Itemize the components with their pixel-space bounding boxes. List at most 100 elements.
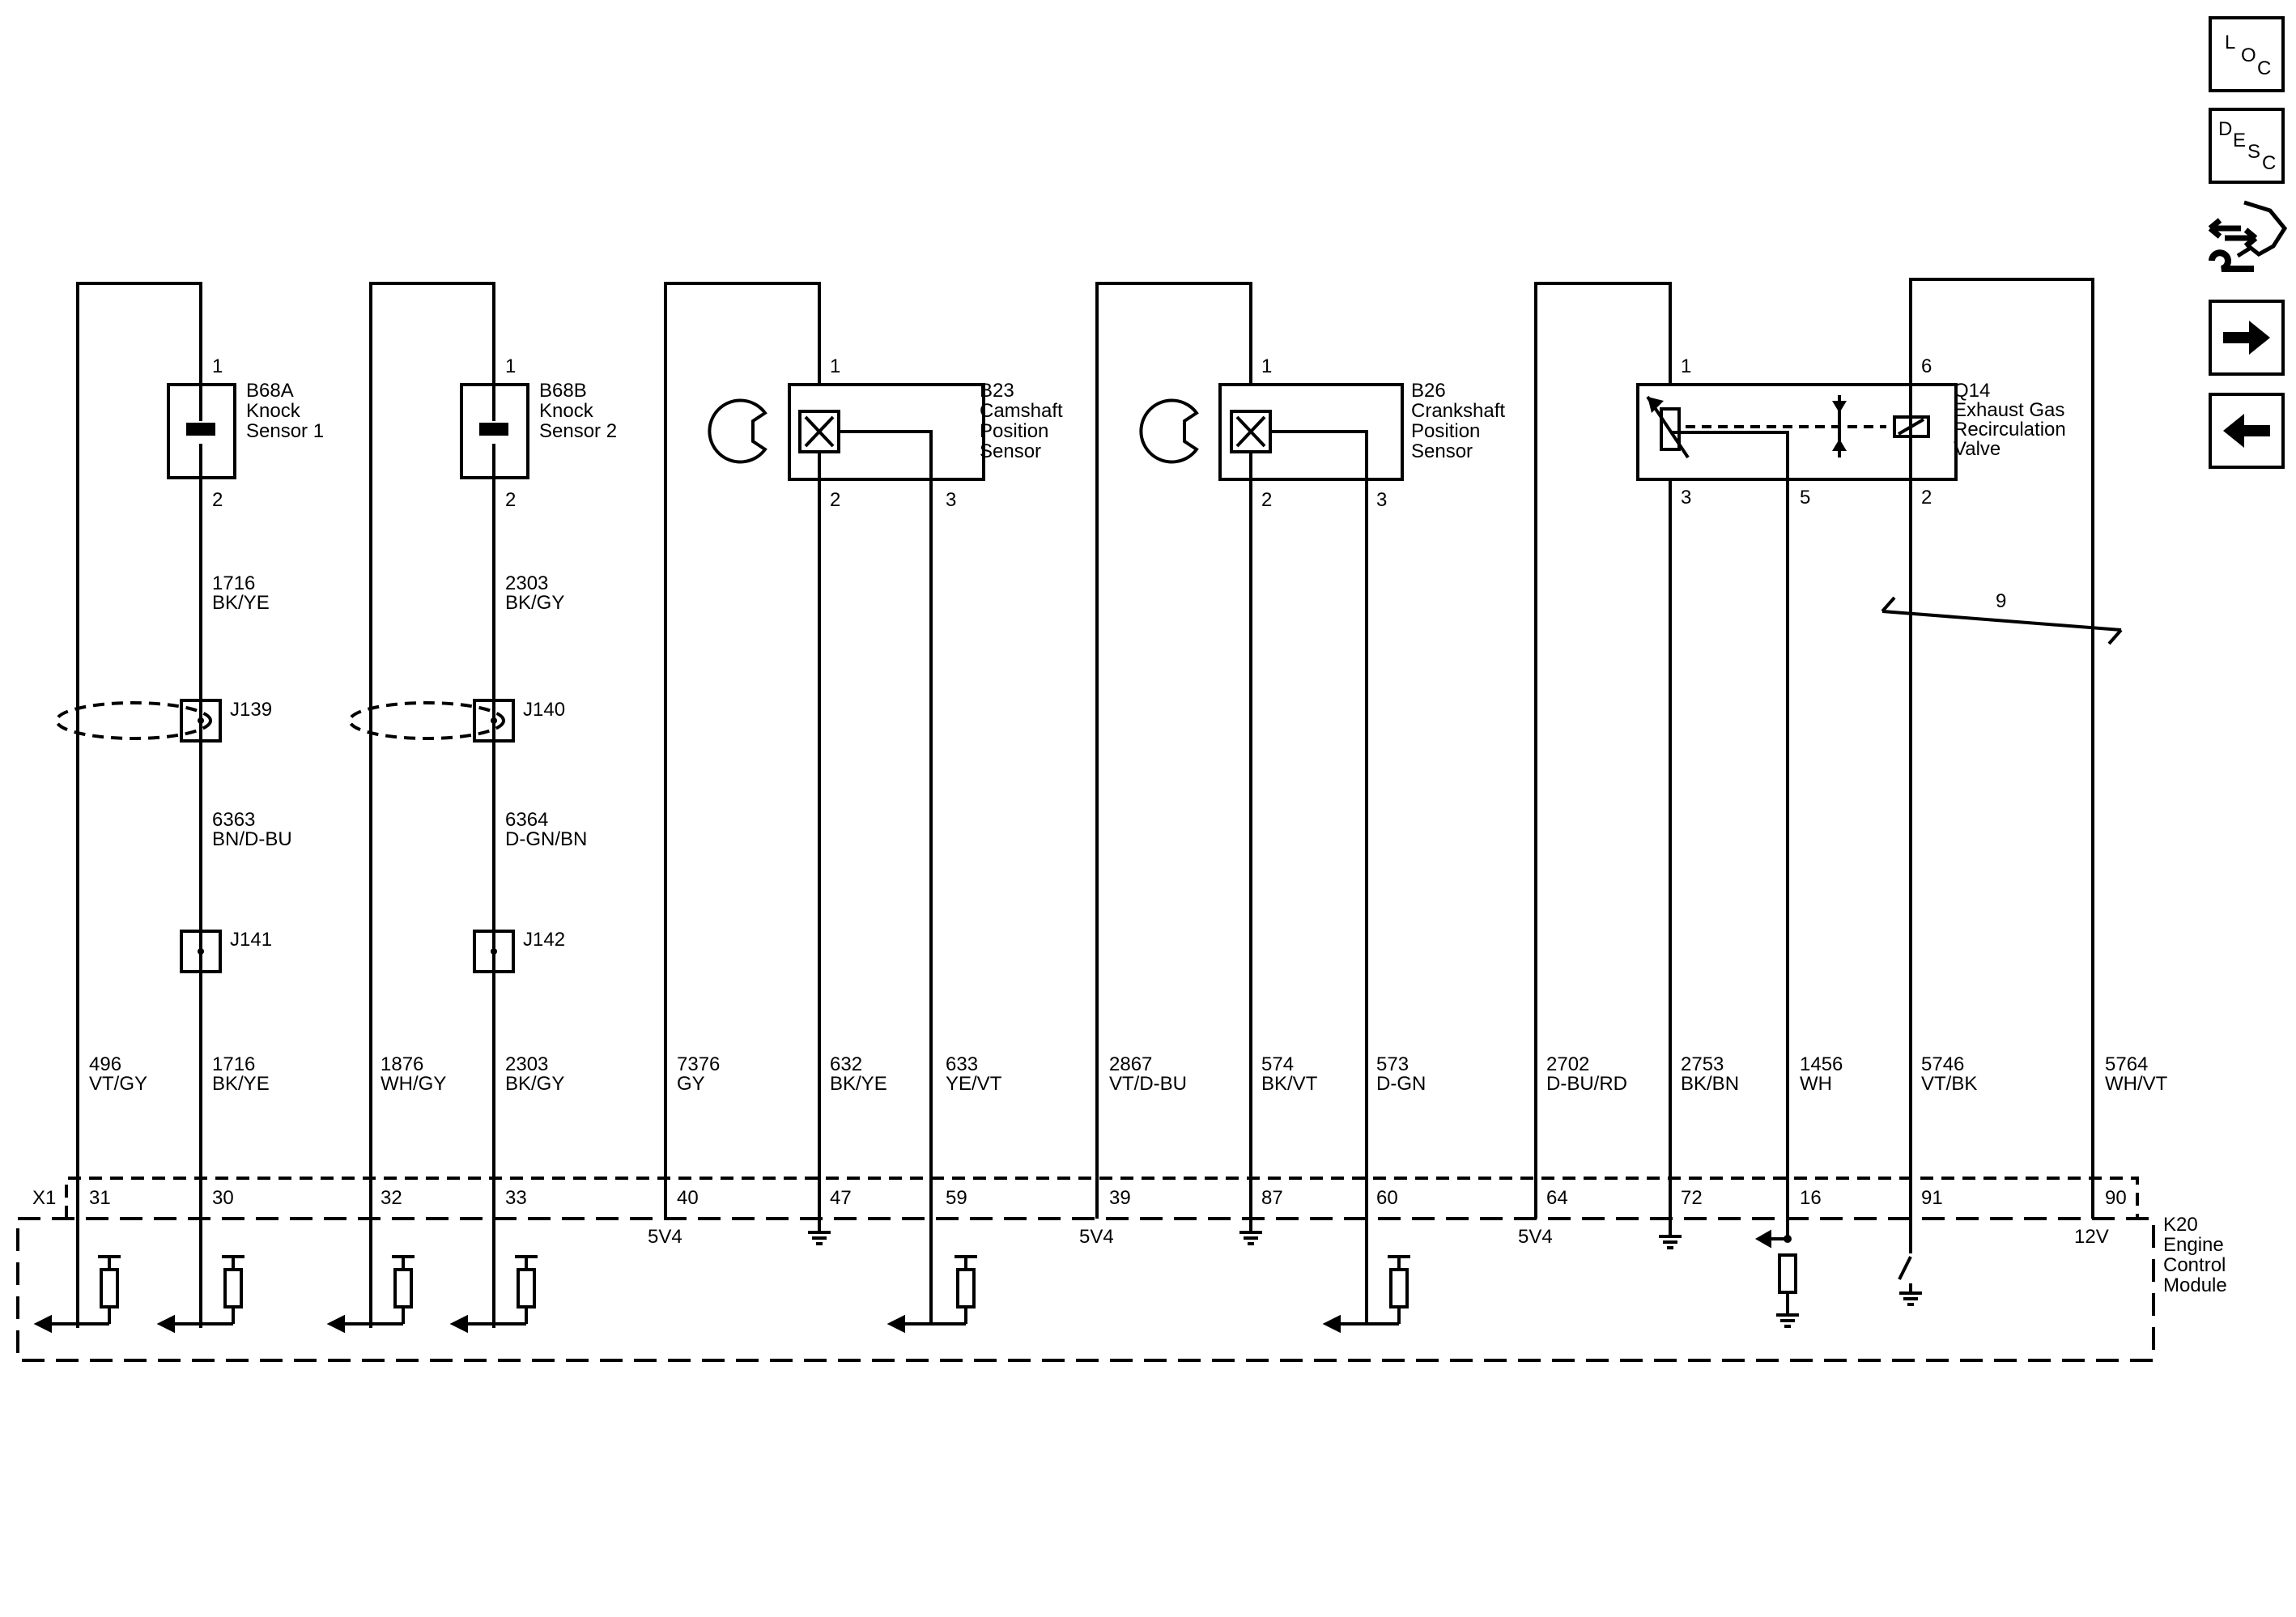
wire-2303-upper-color: BK/GY bbox=[505, 592, 564, 614]
q14-pin3: 3 bbox=[1681, 487, 1691, 509]
wire-1876-loop bbox=[369, 282, 495, 1328]
b23-pin1: 1 bbox=[830, 355, 840, 377]
ref-12v: 12V bbox=[2074, 1226, 2109, 1248]
x1-connector-outline bbox=[65, 1177, 2139, 1219]
wire-1716-upper-color: BK/YE bbox=[212, 592, 270, 614]
wire-6363-circuit: 6363 bbox=[212, 809, 255, 831]
b68a-pin-top: 1 bbox=[212, 355, 223, 377]
wire-2867-loop bbox=[1095, 282, 1252, 1219]
k20-ref: K20 bbox=[2163, 1214, 2198, 1236]
wire-1716-circuit: 1716 bbox=[212, 1053, 255, 1075]
b68b-ref: B68B bbox=[539, 380, 587, 402]
description-button[interactable]: D E S C bbox=[2209, 108, 2285, 184]
q14-pin5: 5 bbox=[1800, 487, 1810, 509]
q14-pin2: 2 bbox=[1921, 487, 1932, 509]
bundle-end-left bbox=[1881, 596, 1896, 613]
egr-position-sensor bbox=[1660, 407, 1681, 451]
q14-pin6: 6 bbox=[1921, 355, 1932, 377]
b68b-name2: Sensor 2 bbox=[539, 420, 617, 442]
egr-pulldown-resistor bbox=[1778, 1253, 1797, 1294]
loc-letter-3: C bbox=[2257, 57, 2271, 79]
previous-page-button[interactable] bbox=[2209, 393, 2285, 469]
wire-1876-color: WH/GY bbox=[381, 1073, 446, 1095]
b26-name2: Position bbox=[1411, 420, 1480, 442]
egr-driver-switch bbox=[1898, 1256, 1912, 1280]
desc-letter-2: E bbox=[2233, 130, 2246, 151]
q14-name3: Valve bbox=[1954, 438, 2000, 460]
pin-72: 72 bbox=[1681, 1187, 1703, 1209]
b68b-pin-bottom: 2 bbox=[505, 489, 516, 511]
bundle-label: 9 bbox=[1996, 590, 2006, 612]
splice-j139 bbox=[180, 699, 222, 743]
resistor-1 bbox=[223, 1268, 243, 1308]
bundle-end-right bbox=[2107, 628, 2123, 645]
wire-574-color: BK/VT bbox=[1261, 1073, 1318, 1095]
egr-arrow-up bbox=[1832, 439, 1847, 451]
b23-name2: Position bbox=[980, 420, 1048, 442]
wire-573-circuit: 573 bbox=[1376, 1053, 1409, 1075]
location-button[interactable]: L O C bbox=[2209, 16, 2285, 92]
j141-label: J141 bbox=[230, 929, 272, 951]
pin-31: 31 bbox=[89, 1187, 111, 1209]
egr-signal-arrow-head bbox=[1754, 1229, 1771, 1249]
b68a-ref: B68A bbox=[246, 380, 294, 402]
wire-2303-circuit: 2303 bbox=[505, 1053, 548, 1075]
b23-ref: B23 bbox=[980, 380, 1014, 402]
wire-2702-color: D-BU/RD bbox=[1546, 1073, 1627, 1095]
b23-box bbox=[788, 383, 985, 481]
q14-ref: Q14 bbox=[1954, 380, 1990, 402]
camshaft-reluctor-icon bbox=[708, 398, 767, 464]
k20-name2: Control bbox=[2163, 1254, 2226, 1276]
pin-59: 59 bbox=[946, 1187, 967, 1209]
wire-2702-loop bbox=[1534, 282, 1672, 1219]
b26-name1: Crankshaft bbox=[1411, 400, 1505, 422]
wire-6364-circuit: 6364 bbox=[505, 809, 548, 831]
b68a-name2: Sensor 1 bbox=[246, 420, 324, 442]
b26-name3: Sensor bbox=[1411, 440, 1473, 462]
desc-letter-1: D bbox=[2218, 118, 2232, 140]
egr-sensor-arrowhead bbox=[1648, 397, 1664, 413]
ref-5v-2: 5V4 bbox=[1079, 1226, 1114, 1248]
wire-573 bbox=[1269, 430, 1368, 1324]
pin-64: 64 bbox=[1546, 1187, 1568, 1209]
q14-name2: Recirculation bbox=[1954, 419, 2066, 440]
q14-name1: Exhaust Gas bbox=[1954, 399, 2064, 421]
pin-32: 32 bbox=[381, 1187, 402, 1209]
wire-5764-circuit: 5764 bbox=[2105, 1053, 2148, 1075]
arrow-right-icon bbox=[2223, 321, 2270, 355]
b26-box bbox=[1218, 383, 1404, 481]
b68b-name1: Knock bbox=[539, 400, 594, 422]
knock-sensor-2-element bbox=[479, 423, 508, 436]
pin-39: 39 bbox=[1109, 1187, 1131, 1209]
egr-solenoid-diag bbox=[1897, 418, 1925, 436]
k20-name1: Engine bbox=[2163, 1234, 2224, 1256]
wire-5746-color: VT/BK bbox=[1921, 1073, 1977, 1095]
wire-1456-circuit: 1456 bbox=[1800, 1053, 1843, 1075]
wire-6363-color: BN/D-BU bbox=[212, 828, 292, 850]
connector-end-view-icon[interactable] bbox=[2205, 196, 2290, 277]
x1-connector-label: X1 bbox=[32, 1187, 56, 1209]
wire-5746-circuit: 5746 bbox=[1921, 1053, 1964, 1075]
q14-box bbox=[1636, 383, 1958, 481]
wire-573-color: D-GN bbox=[1376, 1073, 1426, 1095]
egr-solenoid bbox=[1893, 415, 1930, 438]
next-page-button[interactable] bbox=[2209, 300, 2285, 376]
splice-j142 bbox=[473, 930, 515, 973]
splice-j140 bbox=[473, 699, 515, 743]
j140-label: J140 bbox=[523, 699, 565, 721]
pin-30: 30 bbox=[212, 1187, 234, 1209]
wire-2303-upper-circuit: 2303 bbox=[505, 572, 548, 594]
signal-arrow-head-5 bbox=[1322, 1314, 1341, 1334]
wire-574-circuit: 574 bbox=[1261, 1053, 1294, 1075]
signal-arrow-head-4 bbox=[887, 1314, 905, 1334]
wire-2303-color: BK/GY bbox=[505, 1073, 564, 1095]
pin-91: 91 bbox=[1921, 1187, 1943, 1209]
wire-5764-color: WH/VT bbox=[2105, 1073, 2168, 1095]
wire-1716-color: BK/YE bbox=[212, 1073, 270, 1095]
wire-633-color: YE/VT bbox=[946, 1073, 1002, 1095]
signal-arrow-head-0 bbox=[33, 1314, 52, 1334]
desc-letter-3: S bbox=[2247, 141, 2260, 163]
cam-sensor-element bbox=[798, 410, 840, 453]
wire-1716-upper-circuit: 1716 bbox=[212, 572, 255, 594]
wire-1876-circuit: 1876 bbox=[381, 1053, 423, 1075]
